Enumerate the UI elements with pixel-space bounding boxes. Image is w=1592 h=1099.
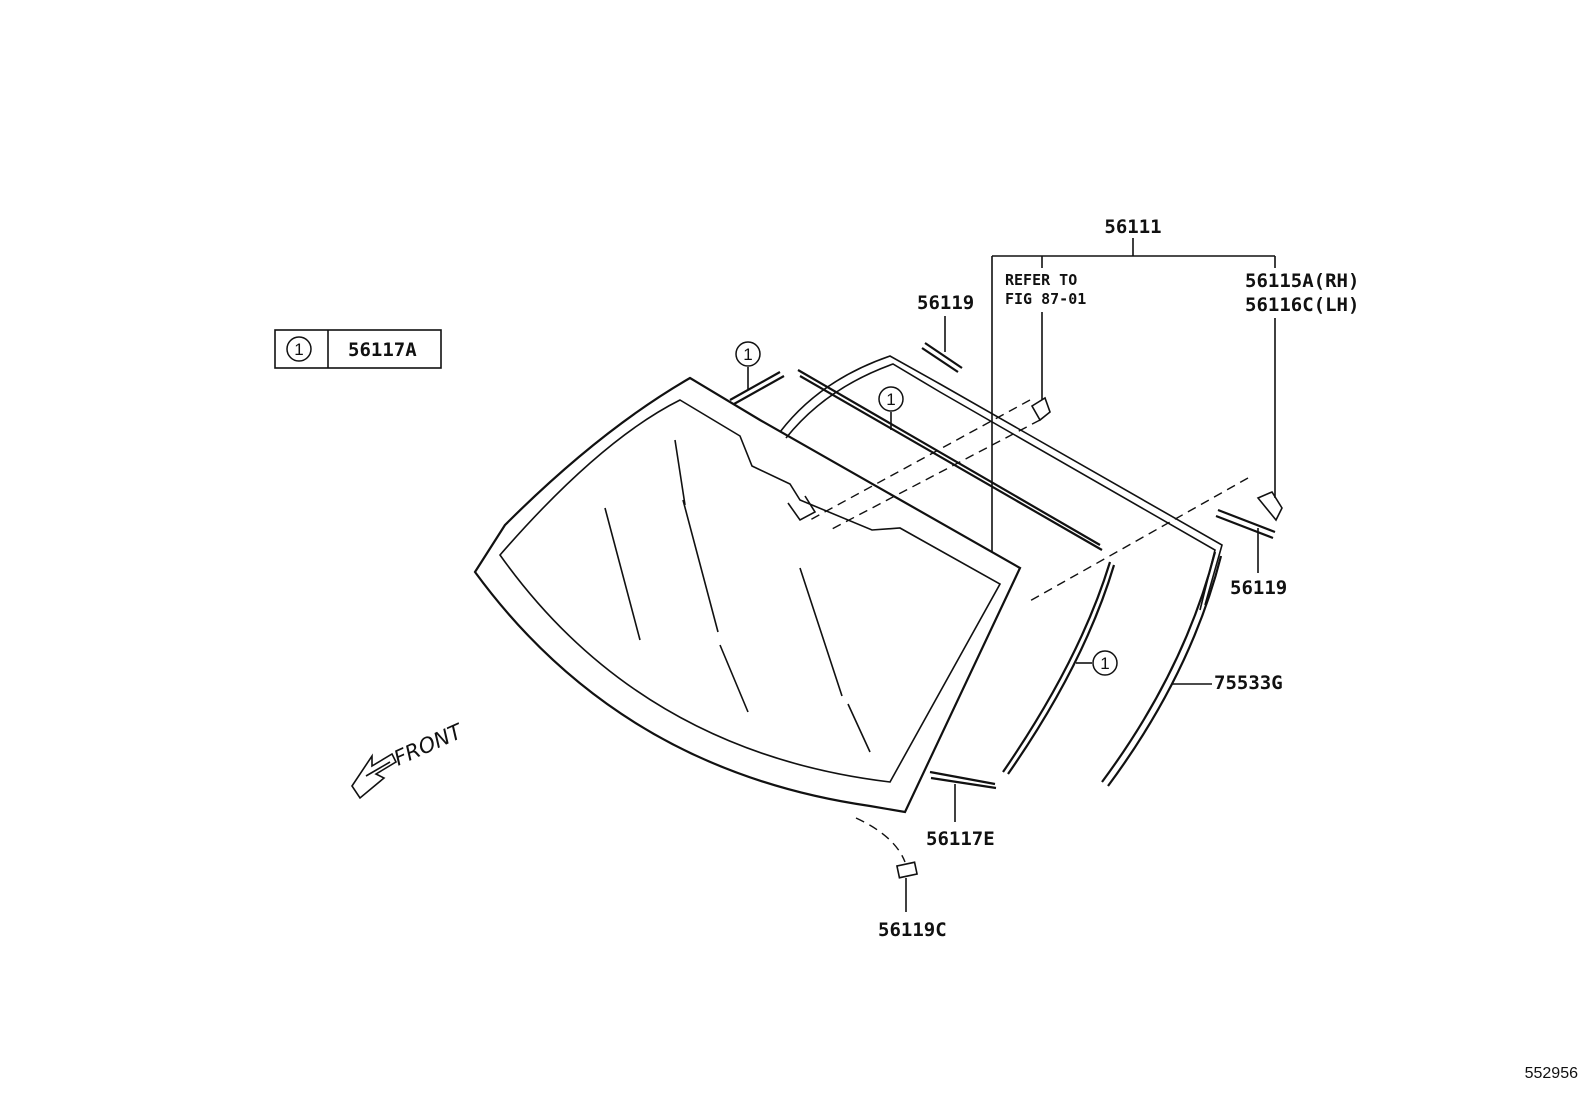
- svg-text:1: 1: [886, 390, 895, 409]
- callout-1-side: 1: [1092, 650, 1118, 676]
- label-56111: 56111: [1104, 216, 1161, 238]
- callout-1-upper-left: 1: [735, 341, 761, 367]
- leader-lines: [747, 238, 1276, 912]
- weatherstrip: [779, 355, 1223, 611]
- figure-number: 552956: [1525, 1065, 1578, 1082]
- front-arrow-icon: [351, 752, 398, 800]
- label-refer-line1: REFER TO: [1005, 271, 1077, 289]
- svg-text:1: 1: [743, 345, 752, 364]
- label-56116c: 56116C(LH): [1245, 294, 1359, 316]
- legend-symbol: 1: [294, 340, 303, 359]
- upper-moulding: [729, 369, 1103, 551]
- side-moulding: [1002, 561, 1116, 775]
- callout-1-upper-mid: 1: [878, 386, 904, 412]
- label-56115a: 56115A(RH): [1245, 270, 1359, 292]
- legend-box: 1 56117A: [274, 329, 442, 369]
- sensor-bracket: [1027, 477, 1283, 603]
- strip-56119-right: [1215, 508, 1276, 540]
- windshield-glass: [473, 376, 1022, 814]
- strip-56119-top: [921, 342, 963, 373]
- label-56119c: 56119C: [878, 919, 947, 941]
- legend-part-no: 56117A: [348, 339, 417, 361]
- lower-strip: [929, 770, 997, 790]
- label-56119-top: 56119: [917, 292, 974, 314]
- moulding-75533g: [1101, 551, 1223, 787]
- mirror-bracket: [809, 396, 1051, 531]
- lower-clip: [855, 817, 918, 879]
- label-56119-right: 56119: [1230, 577, 1287, 599]
- label-refer-line2: FIG 87-01: [1005, 290, 1086, 308]
- front-label: FRONT: [390, 719, 467, 771]
- label-75533g: 75533G: [1214, 672, 1283, 694]
- label-56117e: 56117E: [926, 828, 995, 850]
- svg-text:1: 1: [1100, 654, 1109, 673]
